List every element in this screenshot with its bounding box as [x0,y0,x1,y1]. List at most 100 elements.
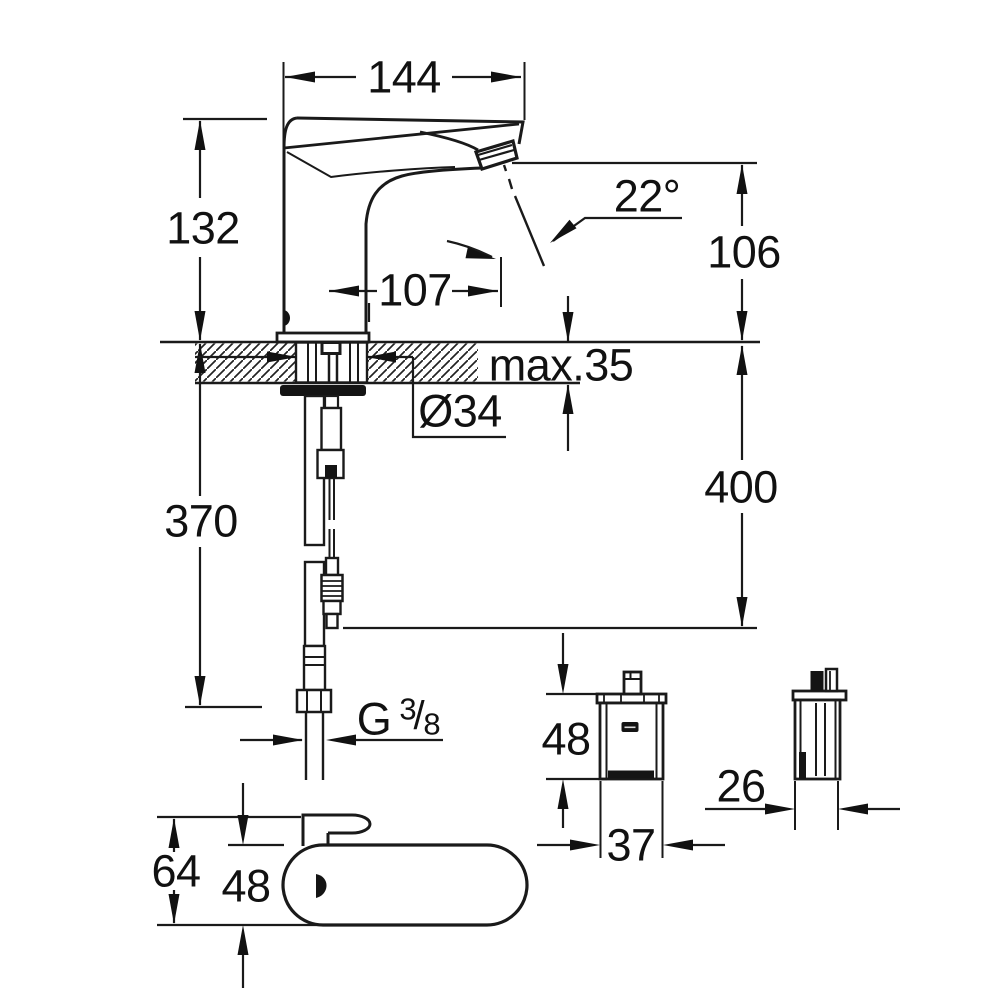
dim-144-ext-lines [282,62,526,147]
dim-label-107: 107 [378,265,452,316]
cable-sleeve [320,406,343,452]
dim-box48-ref-lines [546,692,607,781]
spout-underside-edge [364,166,483,333]
faucet-left-edge [282,116,298,334]
box-side-inner-lines [799,700,837,779]
box-side-ext-lines [794,781,839,830]
dim-label-400: 400 [704,462,778,513]
hose-end-fitting [302,644,327,692]
dim-label-22deg: 22° [614,171,681,222]
dim-box-48: 48 [541,633,607,828]
spout-top-back-edge [296,116,525,145]
sensor-cable [328,478,335,558]
dim-64-arrows [168,818,180,924]
dim-box-37: 37 [537,820,725,871]
dim-label-132: 132 [166,203,240,254]
control-box-front-view [595,670,668,858]
faucet-side-view [275,116,525,344]
angle-leader-arrow [550,219,577,243]
dim-label-g-num: 3 [399,692,416,727]
top-view-spout-tab [301,813,372,846]
dim-label-max35: max.35 [489,340,634,391]
hose-fitting-rings [304,656,325,666]
spout-chamfer-line [286,151,456,179]
cable-stub [323,394,340,410]
dim-max35: max.35 [489,296,634,451]
dim-label-box26: 26 [716,761,765,812]
angle-arc-arrow [465,247,496,259]
dim-label-dia34: Ø34 [418,386,502,437]
plug-mid [322,599,342,616]
dim-label-box37: 37 [606,820,655,871]
box-front-inner-lines [605,703,658,779]
spout-nose-edge [419,130,479,152]
reference-lines [343,161,757,630]
dim-box-26: 26 [705,761,900,815]
dim-top-64: 64 [151,815,333,927]
dim-label-144: 144 [367,52,441,103]
mounting-shank-assembly [280,341,369,780]
box-front-connector [622,670,643,696]
hose-tail-tube [304,712,325,780]
countertop-section [160,340,760,385]
sensor-window-side [284,310,290,326]
dim-top-48: 48 [221,783,284,988]
box-side-connector-dark [810,671,824,691]
box-front-connector-lines [624,672,641,680]
cable-collar-block [325,465,337,478]
mounting-flange [280,385,366,396]
dim-144: 144 [282,52,526,147]
plug-body [320,573,344,603]
dim-400: 400 [704,345,778,627]
box-front-ext-lines [599,781,664,858]
deck-hatch-right [367,343,478,382]
dim-label-370: 370 [164,496,238,547]
faucet-base-plinth [275,331,371,344]
connection-nut [295,688,333,714]
dim-400-arrows [736,345,748,627]
spray-angle-group: 22° [446,164,682,267]
brand-logo-detail [624,726,636,729]
deck-hatch-left [195,343,296,382]
dim-g38-arrows [273,734,356,746]
dim-107: 107 [329,265,498,316]
dim-64-ref-lines [157,815,333,927]
box-front-body [598,701,665,781]
dim-label-g-den: 8 [423,707,440,742]
dim-box37-arrows [570,839,693,851]
nut-facet-lines [306,690,322,712]
shank-top-block [320,341,342,355]
control-box-side-view [791,667,848,830]
plug-neck [324,556,340,577]
box-side-connector [824,667,839,693]
spray-stream-line [502,164,546,267]
dim-label-g: G [357,694,392,745]
dim-370: 370 [164,343,262,709]
box-side-dark-bar [799,752,806,779]
faucet-top-view [281,813,529,927]
dim-g38: G 3 / 8 [240,692,443,746]
dim-label-box48: 48 [541,714,590,765]
dim-label-64: 64 [151,846,200,897]
sensor-window-top [316,874,327,898]
dim-max35-arrows [562,312,574,414]
box-front-cap-ticks [603,694,660,703]
dim-label-106: 106 [707,227,781,278]
dim-dia34: Ø34 [195,351,506,439]
top-view-body-outline [281,843,529,927]
dim-132: 132 [166,117,267,341]
box-front-bottom-strip [608,770,654,779]
plug-tip [325,612,339,630]
dim-dia34-arrows [267,351,396,363]
dim-label-top48: 48 [221,861,270,912]
dim-box26-arrows [765,803,868,815]
dim-top48-arrows [237,815,249,955]
plug-ribs [322,580,342,597]
angle-arc [446,239,493,258]
dim-106: 106 [707,164,781,341]
shank-thread-lines [307,343,359,382]
dim-label-g-slash: / [413,694,425,738]
dim-box48-arrows [557,664,569,809]
